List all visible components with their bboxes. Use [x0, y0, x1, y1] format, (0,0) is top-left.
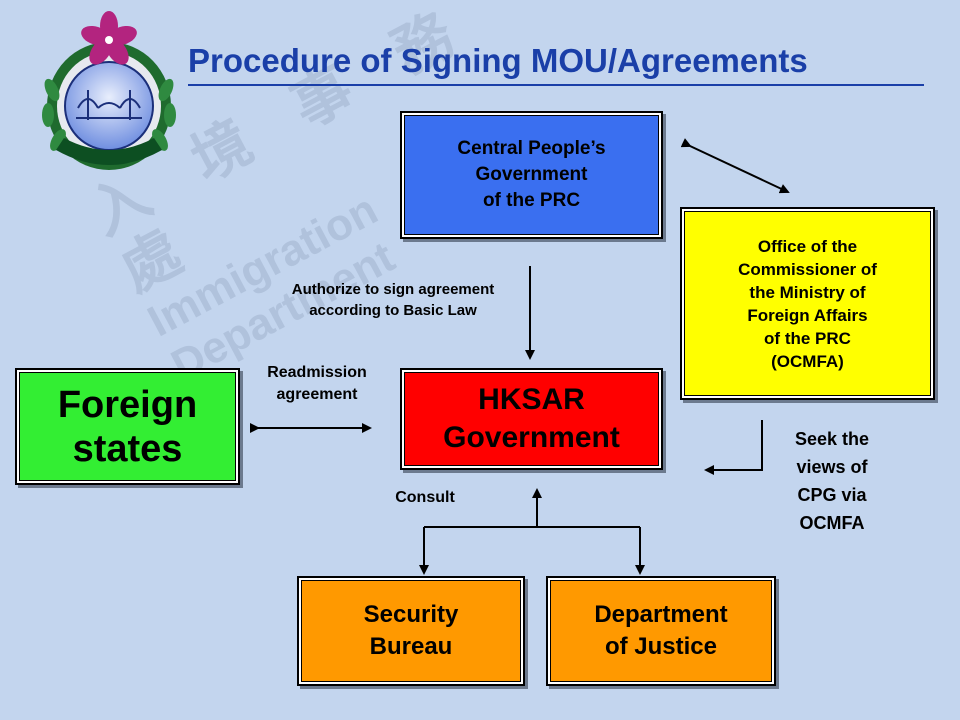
foreign-states-box: Foreign states: [15, 368, 240, 485]
seek-views-label: Seek the views of CPG via OCMFA: [794, 429, 870, 533]
page-title: Procedure of Signing MOU/Agreements: [188, 42, 808, 79]
foreign-states-label: Foreign states: [57, 383, 198, 470]
central-government-label: Central People’s Government of the PRC: [457, 138, 606, 211]
title-underline: [188, 84, 924, 86]
hksar-government-label: HKSAR Government: [443, 383, 620, 454]
consult-label: Consult: [395, 489, 455, 506]
ocmfa-label: Office of the Commissioner of the Minist…: [738, 236, 877, 371]
arrow-ocmfa-to-hksar: [704, 420, 763, 475]
ocmfa-box: Office of the Commissioner of the Minist…: [680, 207, 935, 400]
authorize-label: Authorize to sign agreement according to…: [291, 281, 495, 319]
security-bureau-label: Security Bureau: [363, 601, 459, 660]
readmission-label: Readmission agreement: [267, 364, 367, 403]
security-bureau-box: Security Bureau: [297, 576, 525, 686]
immigration-emblem-icon: [42, 11, 176, 170]
arrow-central-ocmfa: [680, 138, 790, 194]
department-of-justice-label: Department of Justice: [594, 601, 728, 660]
central-government-box: Central People’s Government of the PRC: [400, 111, 663, 239]
department-of-justice-box: Department of Justice: [546, 576, 776, 686]
hksar-government-box: HKSAR Government: [400, 368, 663, 470]
